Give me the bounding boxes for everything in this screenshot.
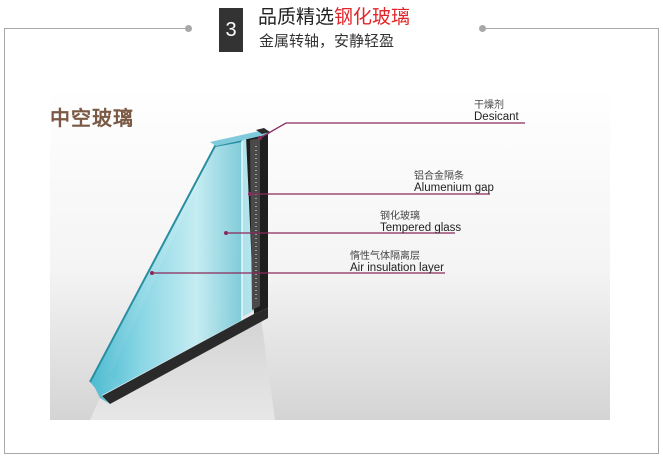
- frame-top-right-rule: [482, 28, 659, 29]
- label-air-layer-cn: 惰性气体隔离层: [350, 251, 420, 262]
- label-spacer-cn: 铝合金隔条: [414, 171, 464, 182]
- page-title: 品质精选钢化玻璃: [258, 5, 410, 29]
- label-tempered-glass-en: Tempered glass: [380, 222, 462, 234]
- label-air-layer-en: Air insulation layer: [350, 262, 444, 274]
- title-highlight: 钢化玻璃: [334, 6, 411, 28]
- label-desiccant-cn: 干燥剂: [474, 100, 504, 111]
- title-prefix: 品质精选: [258, 6, 335, 28]
- content-frame: [4, 28, 659, 454]
- step-number-badge: 3: [219, 8, 243, 52]
- label-spacer-en: Alumenium gap: [414, 182, 494, 194]
- frame-dot-left: [185, 25, 192, 32]
- frame-top-left-rule: [4, 28, 188, 29]
- insulated-glass-illustration: [50, 86, 610, 420]
- frame-dot-right: [479, 25, 486, 32]
- figure-heading: 中空玻璃: [50, 106, 134, 130]
- label-desiccant-en: Desicant: [474, 111, 519, 123]
- page-subtitle: 金属转轴，安静轻盈: [259, 32, 395, 50]
- label-tempered-glass-cn: 钢化玻璃: [380, 211, 420, 222]
